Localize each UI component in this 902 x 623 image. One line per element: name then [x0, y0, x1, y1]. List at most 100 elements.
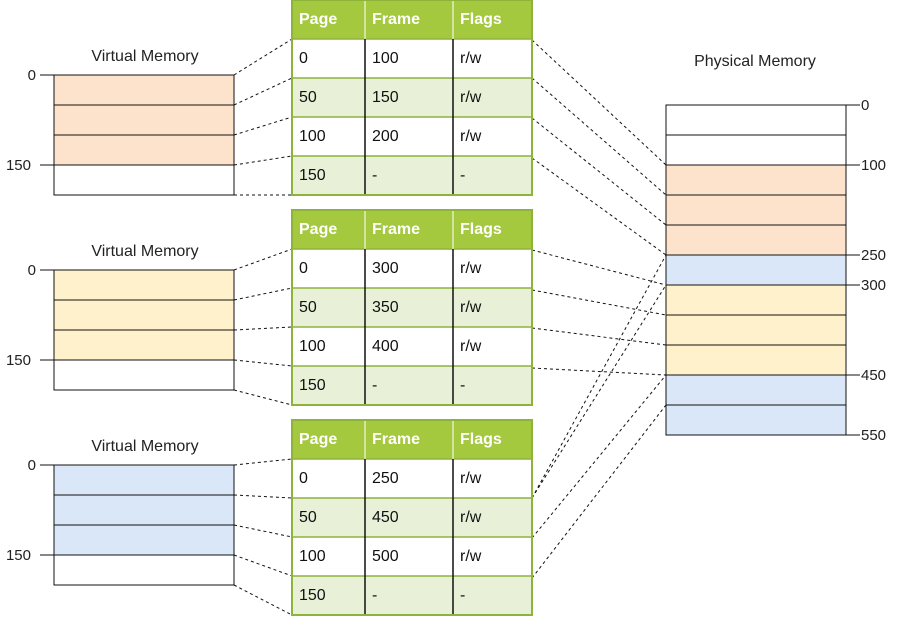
cell-flags: - — [460, 377, 465, 394]
virtual-page-block — [53, 299, 235, 331]
mapping-line — [531, 289, 667, 316]
column-header-page: Page — [299, 11, 337, 28]
virtual-memory-2: Virtual Memory 0 150 — [6, 243, 235, 391]
virtual-page-block — [53, 74, 235, 106]
mapping-line — [233, 458, 293, 466]
physical-frame-block — [665, 164, 847, 196]
physical-frame-block — [665, 224, 847, 256]
virtual-address-label: 150 — [6, 352, 31, 369]
column-header-frame: Frame — [372, 431, 420, 448]
table-border — [291, 209, 533, 406]
mapping-line — [233, 248, 293, 271]
page-table-header — [292, 420, 532, 459]
column-header-flags: Flags — [460, 221, 502, 238]
cell-page: 0 — [299, 470, 308, 487]
virtual-memory-title: Virtual Memory — [91, 48, 198, 65]
mapping-line — [531, 374, 667, 539]
cell-flags: r/w — [460, 299, 482, 316]
virtual-page-block — [53, 164, 235, 196]
table-row — [292, 498, 532, 537]
cell-frame: 250 — [372, 470, 399, 487]
table-border — [291, 419, 533, 616]
page-table-header — [292, 210, 532, 249]
mapping-line — [531, 117, 667, 226]
table-row — [292, 78, 532, 117]
table-row — [292, 459, 532, 498]
column-header-frame: Frame — [372, 11, 420, 28]
virtual-page-block — [53, 524, 235, 556]
mapping-line — [531, 39, 667, 166]
cell-page: 0 — [299, 260, 308, 277]
virtual-page-block — [53, 494, 235, 526]
cell-page: 150 — [299, 587, 326, 604]
physical-address-label: 100 — [861, 157, 886, 174]
cell-page: 150 — [299, 167, 326, 184]
mapping-line — [531, 284, 667, 499]
cell-flags: r/w — [460, 338, 482, 355]
virtual-address-label: 0 — [28, 67, 36, 84]
mapping-line — [531, 77, 667, 196]
table-row — [292, 156, 532, 195]
mapping-line — [233, 584, 293, 616]
cell-flags: r/w — [460, 128, 482, 145]
virtual-address-label: 150 — [6, 547, 31, 564]
cell-frame: 500 — [372, 548, 399, 565]
mapping-line — [233, 389, 293, 406]
mapping-line — [233, 359, 293, 367]
physical-frame-block — [665, 254, 847, 286]
cell-frame: 100 — [372, 50, 399, 67]
cell-flags: r/w — [460, 470, 482, 487]
mapping-line — [233, 38, 293, 76]
physical-frame-block — [665, 404, 847, 436]
virtual-address-label: 0 — [28, 262, 36, 279]
physical-frame-block — [665, 134, 847, 166]
cell-frame: 200 — [372, 128, 399, 145]
physical-address-label: 0 — [861, 97, 869, 114]
mapping-line — [233, 326, 293, 331]
cell-page: 150 — [299, 377, 326, 394]
table-row — [292, 288, 532, 327]
mapping-line — [233, 155, 293, 166]
column-header-frame: Frame — [372, 221, 420, 238]
cell-flags: r/w — [460, 548, 482, 565]
virtual-memory-title: Virtual Memory — [91, 243, 198, 260]
mapping-line — [233, 287, 293, 301]
physical-frame-block — [665, 374, 847, 406]
cell-flags: r/w — [460, 50, 482, 67]
physical-frame-block — [665, 284, 847, 316]
virtual-address-label: 0 — [28, 457, 36, 474]
table-row — [292, 249, 532, 288]
mapping-line — [233, 554, 293, 577]
mapping-line — [531, 404, 667, 579]
cell-frame: - — [372, 167, 377, 184]
table-row — [292, 366, 532, 405]
cell-page: 0 — [299, 50, 308, 67]
mapping-line — [233, 116, 293, 136]
virtual-page-block — [53, 464, 235, 496]
table-border — [291, 0, 533, 196]
cell-frame: - — [372, 377, 377, 394]
table-row — [292, 537, 532, 576]
virtual-page-block — [53, 269, 235, 301]
cell-frame: 450 — [372, 509, 399, 526]
cell-page: 100 — [299, 128, 326, 145]
column-header-flags: Flags — [460, 11, 502, 28]
cell-frame: 350 — [372, 299, 399, 316]
mapping-line — [531, 249, 667, 286]
cell-page: 100 — [299, 548, 326, 565]
virtual-page-block — [53, 104, 235, 136]
cell-frame: - — [372, 587, 377, 604]
physical-frame-block — [665, 104, 847, 136]
cell-frame: 300 — [372, 260, 399, 277]
physical-address-label: 550 — [861, 427, 886, 444]
table-row — [292, 117, 532, 156]
column-header-page: Page — [299, 221, 337, 238]
